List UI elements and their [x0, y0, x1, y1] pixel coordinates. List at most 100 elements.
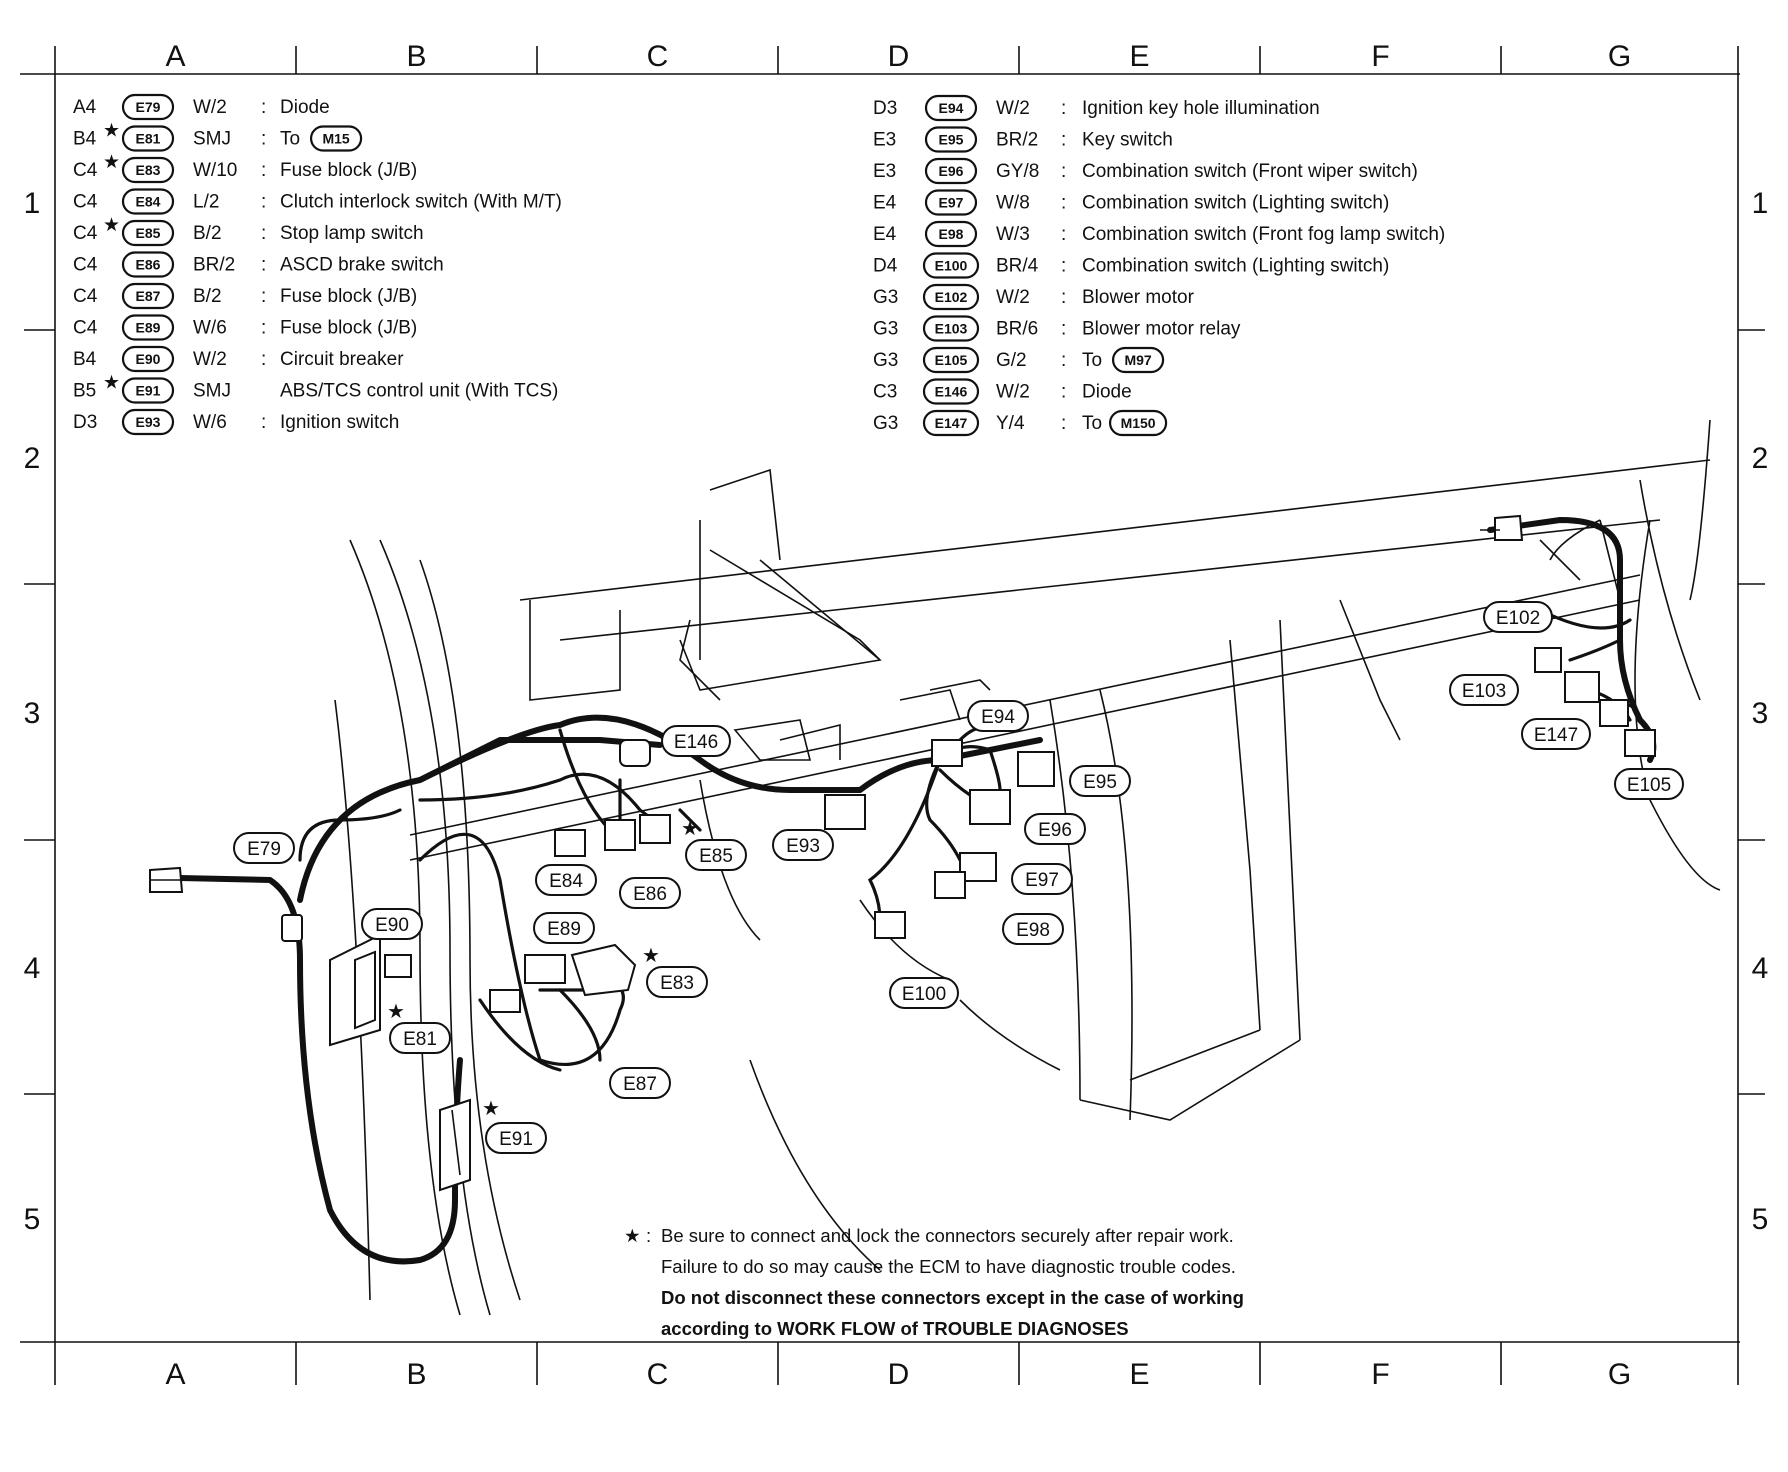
legend-grid-ref: B5	[73, 381, 96, 402]
connector-badge-label: E103	[935, 321, 968, 337]
legend-description: Circuit breaker	[280, 349, 404, 370]
connector-badge-outline	[1108, 409, 1168, 437]
row-header-right-1: 1	[1752, 187, 1769, 220]
legend-grid-ref: E4	[873, 224, 897, 245]
legend-separator: :	[1061, 98, 1066, 119]
callout-label: E85	[699, 846, 733, 867]
connector-badge-outline	[924, 220, 978, 248]
callout-e102: E102	[1483, 601, 1553, 633]
legend-separator: :	[1061, 256, 1066, 277]
connector-badge-outline	[121, 125, 175, 152]
legend-spec: W/8	[996, 193, 1030, 214]
legend-connector-badge: E90	[121, 345, 175, 373]
connector-badge-label: E86	[136, 257, 161, 273]
legend-spec: W/2	[996, 287, 1030, 308]
legend-description: ABS/TCS control unit (With TCS)	[280, 381, 558, 402]
connector-badge-outline	[922, 409, 980, 437]
callout-label: E79	[247, 839, 281, 860]
legend-spec: BR/2	[193, 255, 235, 276]
legend-connector-badge: E97	[924, 189, 978, 216]
callout-label: E100	[902, 984, 946, 1005]
callout-label: E146	[674, 732, 718, 753]
callout-outline	[967, 700, 1029, 732]
legend-separator: :	[261, 97, 266, 118]
legend-spec: Y/4	[996, 413, 1025, 434]
connector-badge-label: E146	[935, 384, 968, 400]
legend-description: Fuse block (J/B)	[280, 318, 417, 339]
legend-spec: G/2	[996, 350, 1027, 371]
connector-badge-outline	[924, 189, 978, 216]
legend-connector-badge: E147	[922, 409, 980, 437]
legend-separator: :	[261, 160, 266, 181]
connector-badge-label: E102	[935, 289, 968, 305]
note-prefix: :	[646, 1225, 651, 1246]
callout-outline	[661, 725, 731, 757]
connector-bodies	[149, 514, 1656, 1192]
callout-e86: E86	[619, 877, 681, 909]
connector-badge-outline	[922, 315, 980, 342]
callout-e93: E93	[772, 829, 834, 861]
callout-e105: E105	[1614, 768, 1684, 800]
callout-outline	[1002, 913, 1064, 945]
legend-description: Stop lamp switch	[280, 223, 424, 244]
note-line-2: Failure to do so may cause the ECM to ha…	[661, 1256, 1236, 1277]
note-line-3: Do not disconnect these connectors excep…	[661, 1287, 1244, 1308]
callout-e89: E89	[533, 912, 595, 944]
legend-connector-badge: E93	[121, 408, 175, 436]
column-header-g: G	[1608, 40, 1631, 73]
connector-badge-outline	[922, 378, 980, 405]
legend-grid-ref: C4	[73, 192, 98, 213]
legend-spec: L/2	[193, 192, 219, 213]
legend-connector-badge: E105	[922, 346, 980, 374]
legend-spec: W/6	[193, 318, 227, 339]
connector-badge-label: E105	[935, 352, 968, 368]
callout-e94: E94	[967, 700, 1029, 732]
column-header-bottom-e: E	[1129, 1358, 1149, 1391]
note-star: ★	[624, 1225, 641, 1246]
legend-description: To	[1082, 413, 1102, 434]
connector-badge-outline	[924, 94, 978, 122]
callout-label: E91	[499, 1129, 533, 1150]
legend-separator: :	[261, 223, 266, 244]
legend-description: Clutch interlock switch (With M/T)	[280, 192, 562, 213]
connector-badge-outline	[922, 283, 980, 311]
instrument-panel-structure	[334, 419, 1721, 1316]
legend-grid-ref: D4	[873, 256, 898, 277]
callout-label: E105	[1627, 775, 1671, 796]
legend-description: Blower motor relay	[1082, 319, 1241, 340]
column-header-d: D	[888, 40, 910, 73]
legend-spec: W/3	[996, 224, 1030, 245]
callout-e79: E79	[233, 832, 295, 864]
legend-description: Ignition key hole illumination	[1082, 98, 1320, 119]
legend-to-badge: M150	[1108, 409, 1168, 437]
legend-spec: W/2	[193, 349, 227, 370]
legend-connector-badge: E86	[121, 251, 175, 278]
column-dividers-top	[54, 46, 1739, 74]
callout-outline	[609, 1067, 671, 1099]
legend-separator: :	[1061, 382, 1066, 403]
legend-connector-badge: E84	[121, 188, 175, 215]
legend-description: Fuse block (J/B)	[280, 286, 417, 307]
callout-e147: E147	[1521, 718, 1591, 750]
callout-e84: E84	[535, 864, 597, 896]
legend-star: ★	[103, 152, 120, 173]
legend-connector-badge: E96	[924, 157, 978, 185]
legend-separator: :	[1061, 193, 1066, 214]
legend-spec: W/6	[193, 412, 227, 433]
legend-star: ★	[103, 121, 120, 142]
callout-label: E93	[786, 836, 820, 857]
callout-e90: E90	[361, 908, 423, 940]
legend-grid-ref: D3	[873, 98, 897, 119]
callout-outline	[361, 908, 423, 940]
connector-badge-label: E81	[136, 131, 161, 147]
legend-grid-ref: G3	[873, 350, 898, 371]
connector-badge-outline	[924, 157, 978, 185]
callout-e83: E83★	[642, 945, 708, 998]
legend-spec: SMJ	[193, 381, 231, 402]
callout-outline	[485, 1122, 547, 1154]
